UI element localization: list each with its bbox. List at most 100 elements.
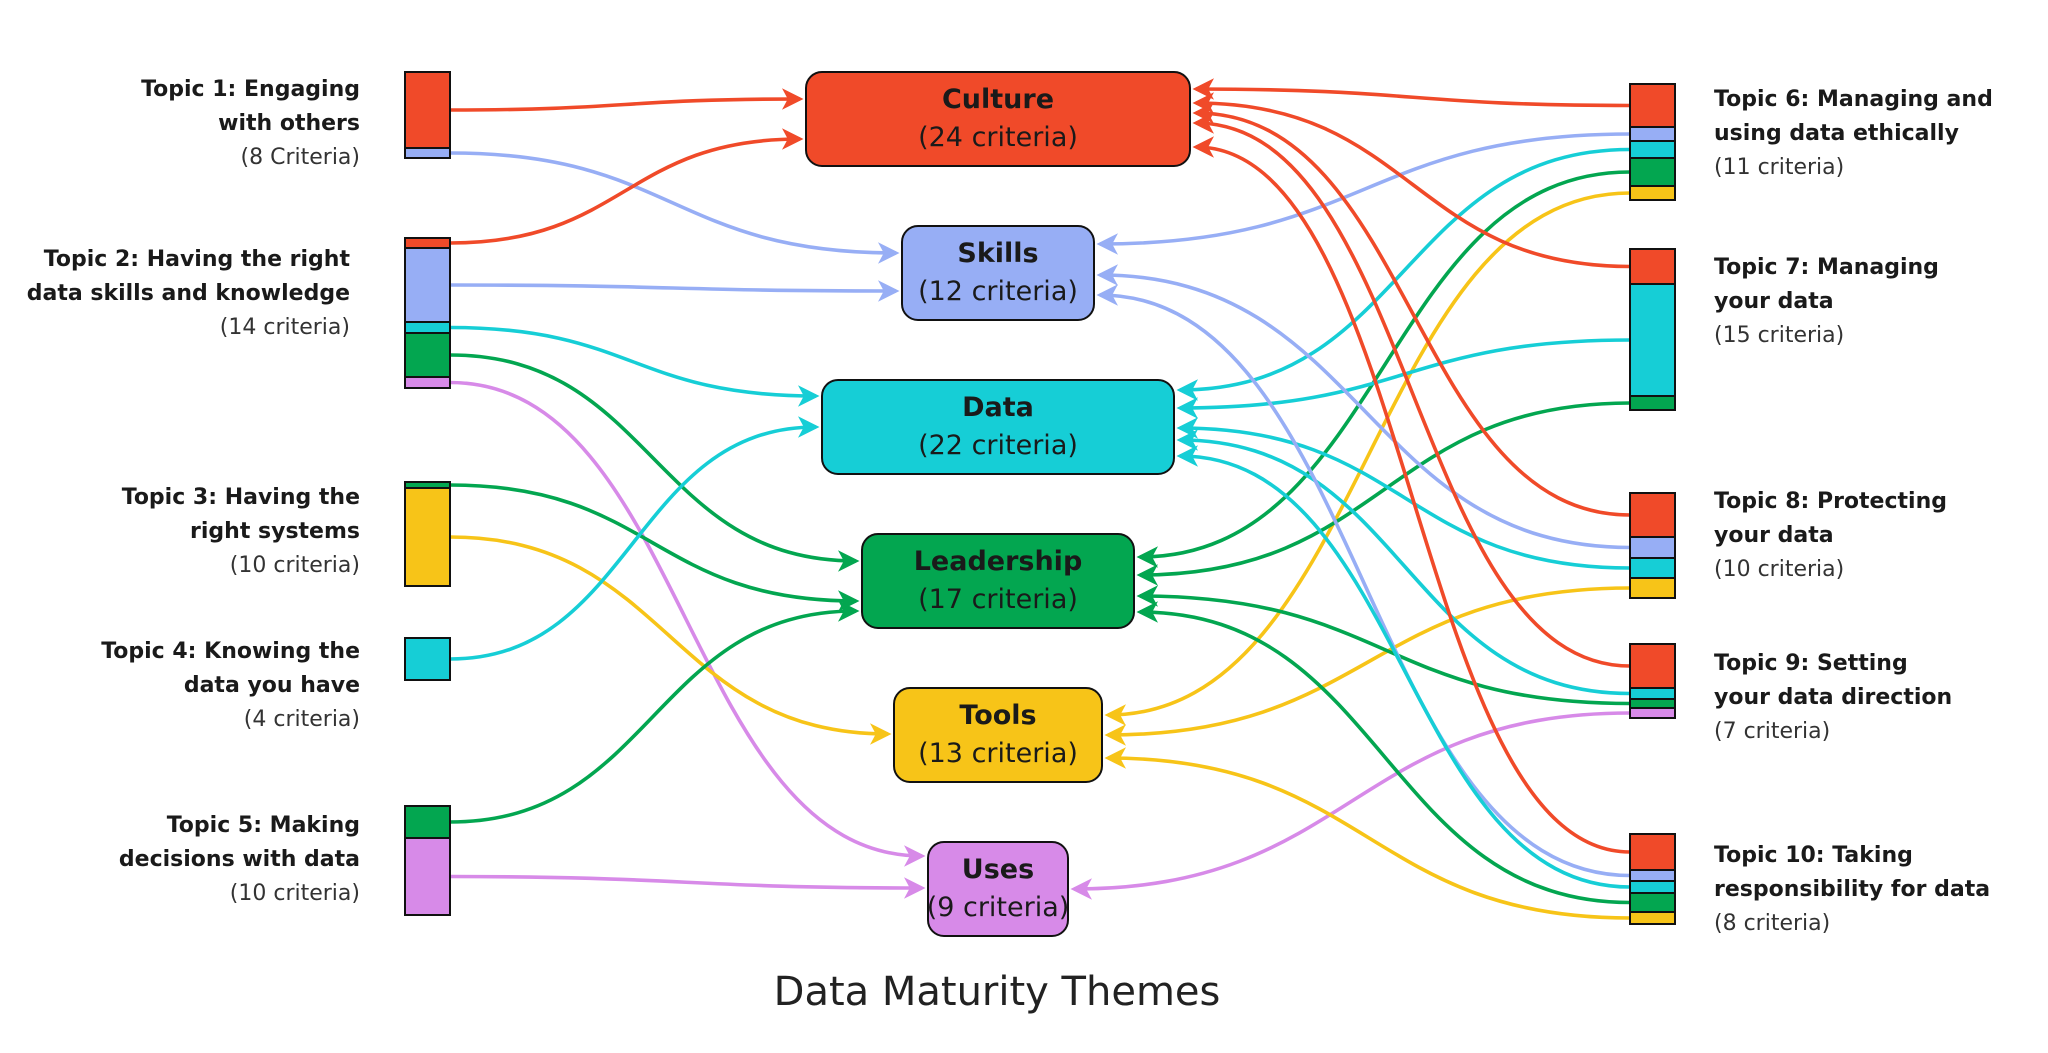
bar-segment-t10-data <box>1629 880 1676 894</box>
flow-t6-to-data <box>1176 147 1631 401</box>
flow-t6-to-skills <box>1096 132 1631 255</box>
bar-segment-t10-leadership <box>1629 892 1676 913</box>
bar-segment-t2-skills <box>404 247 451 323</box>
topic-title-line: using data ethically <box>1714 121 1959 146</box>
topic-bars <box>404 71 1676 925</box>
topic-title-line: Topic 4: Knowing the <box>101 639 360 664</box>
flow-t1-to-skills <box>449 151 900 264</box>
theme-name-culture: Culture <box>942 84 1054 115</box>
flow-t8-to-culture <box>1192 102 1631 517</box>
topic-title-line: your data direction <box>1714 685 1952 710</box>
flow-t9-to-data <box>1176 429 1631 696</box>
flow-t1-to-culture <box>449 88 804 112</box>
flow-t2-to-uses <box>449 380 926 867</box>
theme-box-uses: Uses (9 criteria) <box>927 841 1070 937</box>
bar-segment-t7-leadership <box>1629 395 1676 411</box>
flow-t10-to-tools <box>1104 747 1631 920</box>
flow-t9-to-leadership <box>1136 585 1631 706</box>
bar-segment-t10-skills <box>1629 869 1676 882</box>
topic-title-line: your data <box>1714 523 1834 548</box>
theme-box-culture: Culture (24 criteria) <box>805 71 1191 167</box>
flow-t9-to-uses <box>1070 711 1631 900</box>
topic-criteria: (10 criteria) <box>230 553 360 578</box>
bar-segment-t6-tools <box>1629 185 1676 201</box>
topic-criteria: (8 criteria) <box>1714 911 1830 936</box>
flow-t8-to-skills <box>1096 264 1631 550</box>
bar-segment-t1-skills <box>404 147 451 159</box>
theme-name-tools: Tools <box>959 700 1036 731</box>
bar-segment-t4-data <box>404 637 451 681</box>
bar-segment-t5-leadership <box>404 805 451 839</box>
topic-title-line: Topic 2: Having the right <box>44 247 351 272</box>
flow-t6-to-culture <box>1192 78 1631 108</box>
topic-title-line: Topic 9: Setting <box>1714 651 1908 676</box>
bar-segment-t2-uses <box>404 376 451 389</box>
theme-box-skills: Skills (12 criteria) <box>901 225 1095 321</box>
theme-box-bg-tools <box>893 687 1103 783</box>
theme-criteria-culture: (24 criteria) <box>918 122 1078 153</box>
bar-segment-t8-tools <box>1629 577 1676 599</box>
flow-t3-to-tools <box>449 535 892 745</box>
flow-links <box>449 78 1631 920</box>
topic-title-line: Topic 7: Managing <box>1714 255 1939 280</box>
diagram-caption: Data Maturity Themes <box>774 969 1221 1015</box>
bar-segment-t8-culture <box>1629 492 1676 538</box>
flow-t4-to-data <box>449 416 820 661</box>
flow-t3-to-leadership <box>449 483 860 612</box>
theme-criteria-leadership: (17 criteria) <box>918 584 1078 615</box>
flow-t6-to-leadership <box>1136 170 1631 568</box>
bar-segment-t1-culture <box>404 71 451 149</box>
theme-name-leadership: Leadership <box>914 546 1083 577</box>
flow-t8-to-tools <box>1104 586 1631 746</box>
topic-criteria: (4 criteria) <box>244 707 360 732</box>
bar-segment-t6-culture <box>1629 83 1676 128</box>
topic-label-t9: Topic 9: Setting your data direction (7 cr… <box>1714 651 1952 744</box>
topic-criteria: (7 criteria) <box>1714 719 1830 744</box>
theme-criteria-tools: (13 criteria) <box>918 738 1078 769</box>
flow-t8-to-data <box>1176 417 1631 570</box>
bar-segment-t7-culture <box>1629 248 1676 285</box>
theme-criteria-uses: (9 criteria) <box>927 892 1070 923</box>
theme-name-uses: Uses <box>962 854 1034 885</box>
bar-segment-t8-data <box>1629 557 1676 579</box>
bar-segment-t3-tools <box>404 487 451 587</box>
theme-box-tools: Tools (13 criteria) <box>893 687 1103 783</box>
flow-t6-to-tools <box>1104 191 1631 726</box>
topic-criteria: (15 criteria) <box>1714 323 1844 348</box>
bar-segment-t6-leadership <box>1629 157 1676 187</box>
theme-name-skills: Skills <box>957 238 1038 269</box>
topic-criteria: (8 Criteria) <box>241 145 360 170</box>
theme-box-bg-uses <box>927 841 1069 937</box>
bar-segment-t8-skills <box>1629 536 1676 559</box>
flow-t10-to-skills <box>1096 284 1631 878</box>
topic-title-line: Topic 5: Making <box>167 813 360 838</box>
topic-title-line: Topic 10: Taking <box>1714 843 1913 868</box>
bar-segment-t2-leadership <box>404 332 451 378</box>
flow-t2-to-skills <box>449 280 900 302</box>
flow-t9-to-culture <box>1192 112 1631 668</box>
bar-segment-t10-tools <box>1629 911 1676 925</box>
flow-t5-to-leadership <box>449 600 860 824</box>
flow-t7-to-culture <box>1192 92 1631 269</box>
flow-t5-to-uses <box>449 874 926 899</box>
bar-segment-t6-data <box>1629 140 1676 159</box>
topic-title-line: Topic 3: Having the <box>122 485 360 510</box>
theme-criteria-data: (22 criteria) <box>918 430 1078 461</box>
flow-t10-to-data <box>1176 445 1631 889</box>
flow-t2-to-leadership <box>449 353 860 572</box>
topic-criteria: (10 criteria) <box>230 881 360 906</box>
topic-title-line: data skills and knowledge <box>27 281 350 306</box>
topic-title-line: with others <box>218 111 360 136</box>
topic-title-line: Topic 8: Protecting <box>1714 489 1947 514</box>
theme-criteria-skills: (12 criteria) <box>918 276 1078 307</box>
bar-segment-t5-uses <box>404 837 451 916</box>
